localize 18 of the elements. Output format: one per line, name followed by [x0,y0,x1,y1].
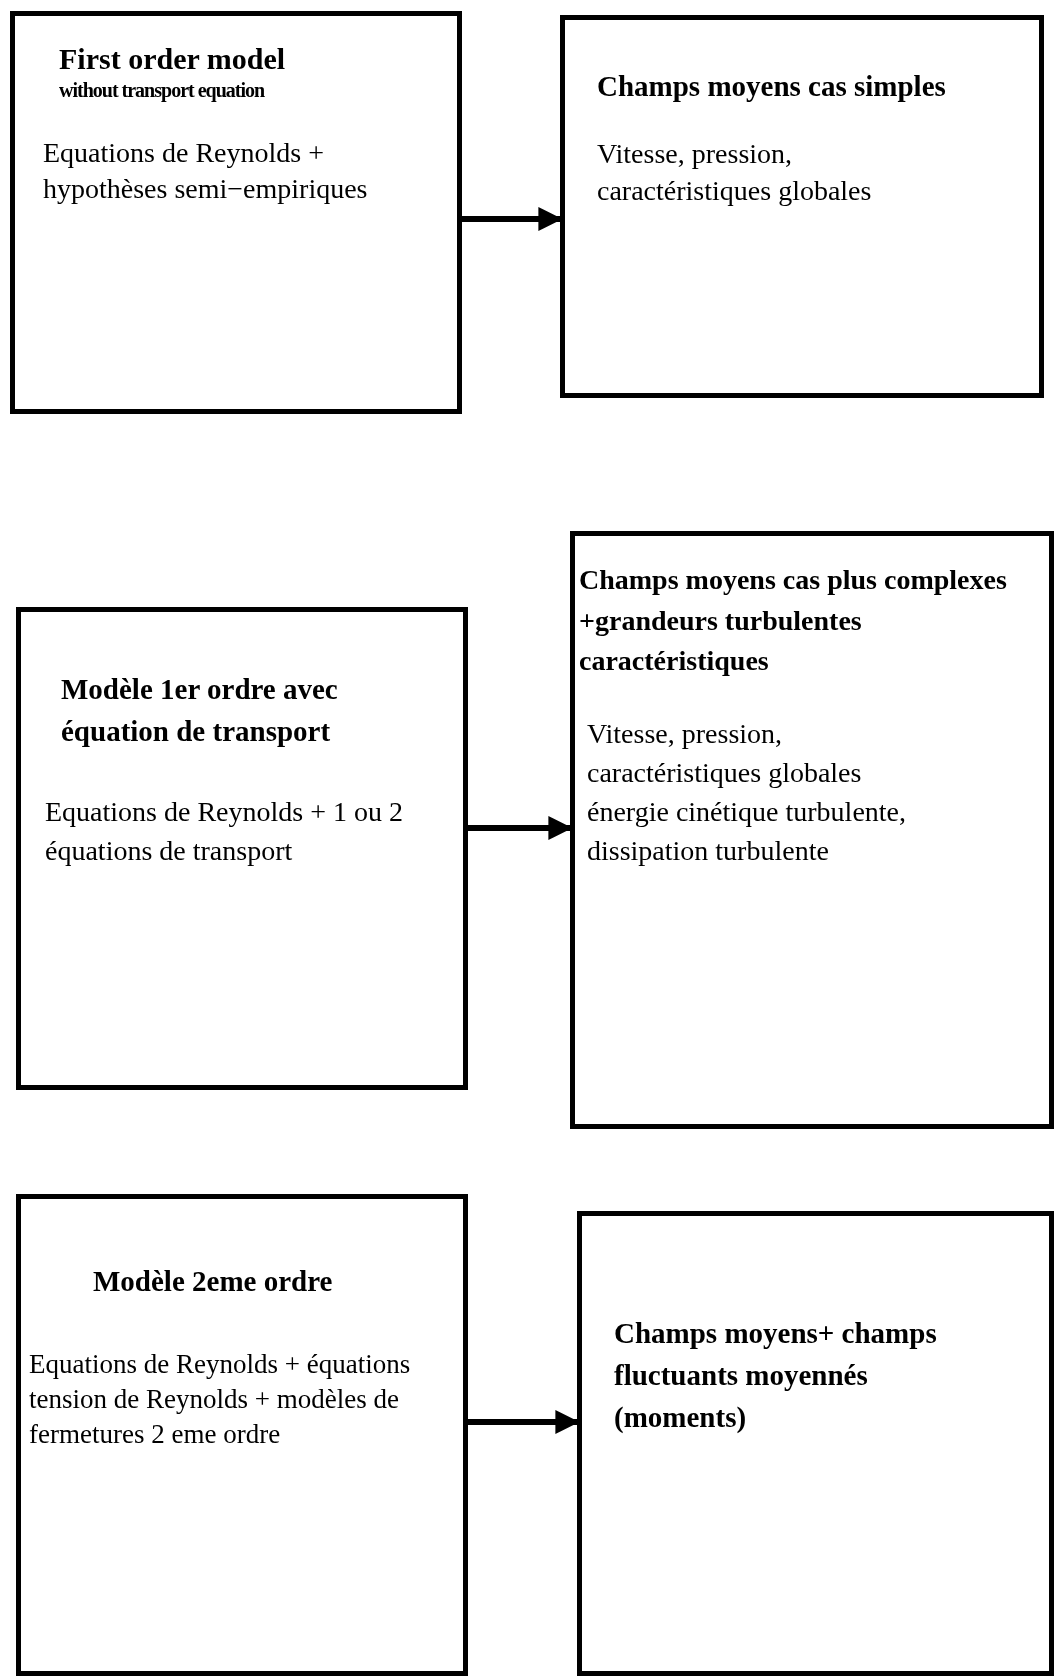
box-heading: Modèle 2eme ordre [92,1264,334,1299]
box-text: without transport equation [58,77,266,103]
text-box [560,15,1044,398]
text-box [577,1211,1054,1676]
box-heading: Modèle 1er ordre avec équation de transport [61,672,339,750]
box-text: Equations de Reynolds + équations tension de Reynolds + modèles de fermetures 2 eme ordre [29,1348,412,1452]
box-heading: First order model [58,41,287,77]
text-box [570,531,1054,1129]
text-box [10,11,462,414]
text-box [16,607,468,1090]
box-text: Equations de Reynolds + 1 ou 2 équations de transport [45,795,404,869]
box-heading: Champs moyens+ champs fluctuants moyennés (moments) [614,1316,938,1436]
box-text: Vitesse, pression, caractéristiques globales énergie cinétique turbulente, dissipation turbulente [586,716,908,869]
box-text: Equations de Reynolds + hypothèses semi−empiriques [43,135,369,206]
text-box [16,1194,468,1676]
box-heading: Champs moyens cas simples [597,69,947,104]
box-text: Vitesse, pression, caractéristiques globales [597,137,873,208]
box-heading: Champs moyens cas plus complexes +grandeurs turbulentes caractéristiques [579,563,1008,679]
